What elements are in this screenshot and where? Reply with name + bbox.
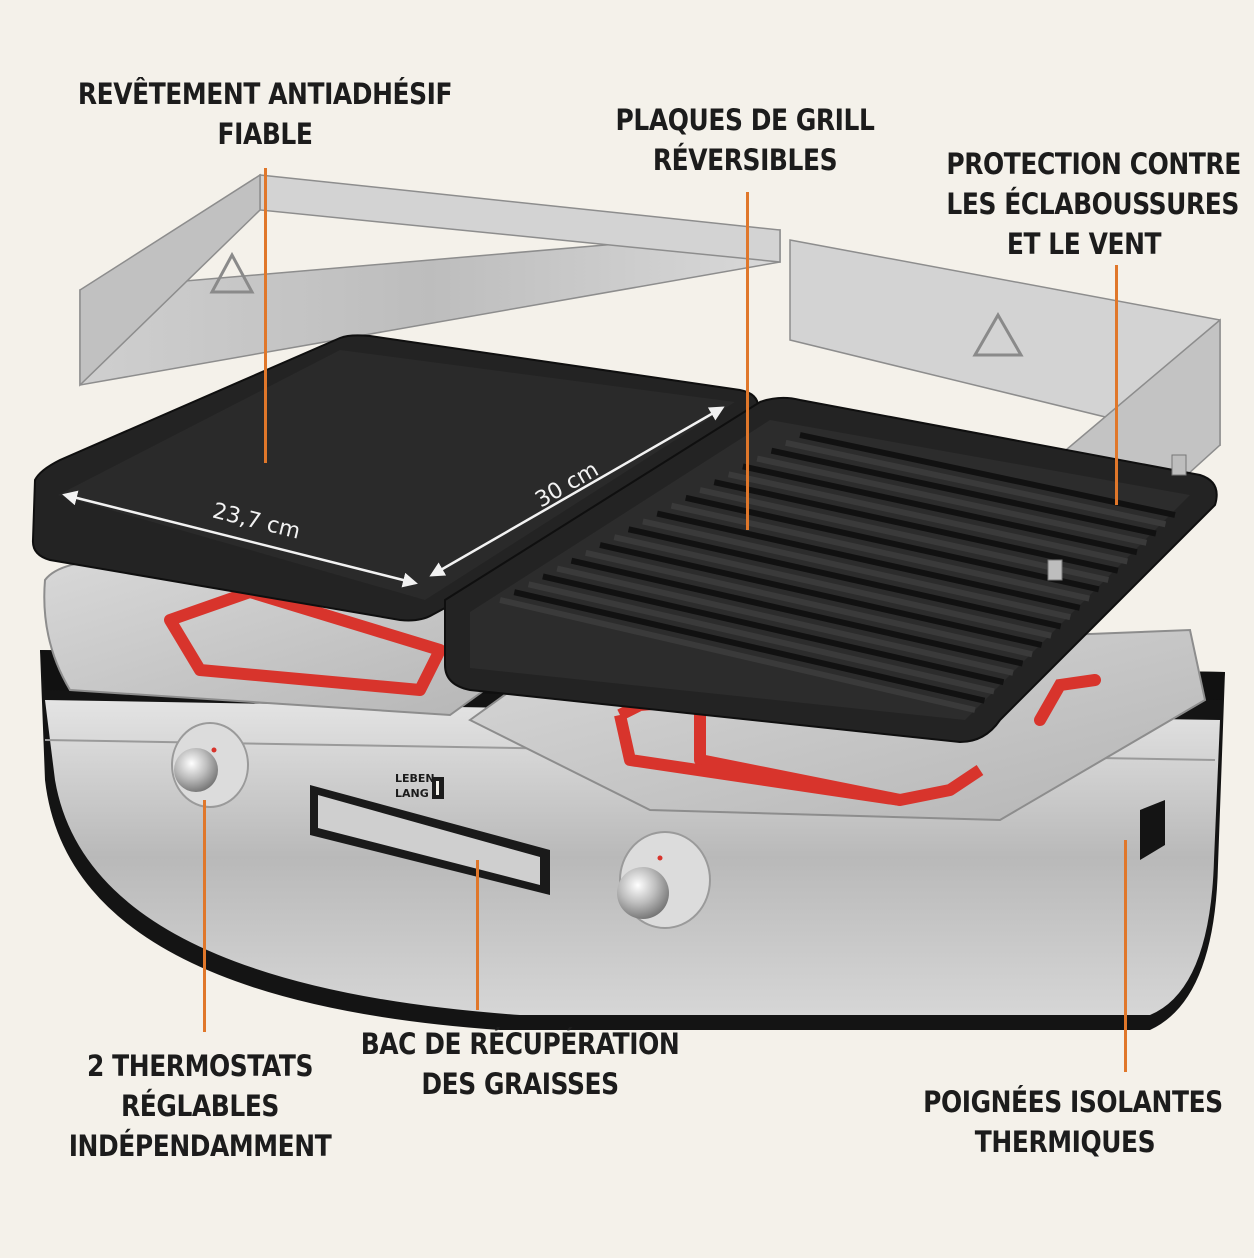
leader-coating [264, 168, 267, 463]
callout-handles-line2: THERMIQUES [974, 1125, 1156, 1159]
callout-plates-line1: PLAQUES DE GRILL [615, 103, 875, 137]
grill-rib [742, 463, 1138, 556]
callout-drip-tray-line2: DES GRAISSES [421, 1067, 619, 1101]
callout-thermostats: 2 THERMOSTATS RÉGLABLES INDÉPENDAMMENT [54, 1046, 346, 1166]
grill-rib [499, 597, 976, 713]
right-side-handle [1140, 800, 1165, 860]
grill-rib [642, 518, 1071, 621]
grill-rib [556, 565, 1014, 676]
grill-rib [599, 542, 1043, 648]
callout-handles: POIGNÉES ISOLANTES THERMIQUES [923, 1082, 1223, 1162]
callout-splash-line3: ET LE VENT [1006, 227, 1162, 261]
callout-splash-line2: LES ÉCLABOUSSURES [946, 187, 1239, 221]
leader-thermostats [203, 800, 206, 1032]
grill-rib [585, 549, 1033, 658]
grill-rib [627, 526, 1062, 630]
grill-rib [699, 487, 1109, 583]
grill-rib [613, 534, 1052, 639]
ribbed-grill-plate [444, 396, 1218, 744]
grill-rib [785, 439, 1167, 528]
right-thermostat-knob[interactable] [617, 831, 711, 929]
grill-rib [670, 502, 1090, 602]
brand-logo: LEBEN LANG [395, 772, 444, 800]
grill-rib [713, 479, 1119, 574]
grill-rib [527, 581, 995, 695]
callout-thermostats-line2: RÉGLABLES [121, 1089, 279, 1123]
left-thermostat-knob[interactable] [171, 722, 249, 808]
warning-hot-icon-right [972, 311, 1024, 357]
grill-rib [799, 432, 1176, 518]
flat-griddle-plate: 23,7 cm 30 cm [31, 334, 760, 622]
grill-rib [727, 471, 1129, 565]
grill-ribs [499, 432, 1176, 713]
callout-splash: PROTECTION CONTRE LES ÉCLABOUSSURES ET L… [946, 144, 1241, 264]
callout-coating-line1: REVÊTEMENT ANTIADHÉSIF [77, 77, 453, 111]
grill-rib [513, 589, 986, 704]
grill-rib [770, 447, 1157, 537]
drip-tray-drawer [310, 785, 550, 895]
callout-plates: PLAQUES DE GRILL RÉVERSIBLES [586, 100, 904, 180]
warning-hot-icon [209, 251, 255, 294]
callout-splash-line1: PROTECTION CONTRE [946, 147, 1241, 181]
grill-rib [756, 455, 1148, 546]
grill-rib [656, 510, 1081, 611]
callout-coating-line2: FIABLE [217, 117, 313, 151]
leader-drip-tray [476, 860, 479, 1010]
leader-handles [1124, 840, 1127, 1072]
grill-rib [570, 557, 1024, 667]
callout-thermostats-line1: 2 THERMOSTATS [87, 1049, 313, 1083]
callout-plates-line2: RÉVERSIBLES [652, 143, 838, 177]
callout-drip-tray-line1: BAC DE RÉCUPÉRATION [360, 1027, 680, 1061]
leader-splash [1115, 265, 1118, 505]
grill-rib [685, 494, 1100, 593]
callout-handles-line1: POIGNÉES ISOLANTES [923, 1085, 1223, 1119]
leader-plates [746, 192, 749, 530]
callout-thermostats-line3: INDÉPENDAMMENT [68, 1129, 332, 1163]
callout-drip-tray: BAC DE RÉCUPÉRATION DES GRAISSES [331, 1024, 709, 1104]
callout-coating: REVÊTEMENT ANTIADHÉSIF FIABLE [54, 74, 475, 154]
logo-line2: LANG [395, 787, 429, 800]
grill-rib [542, 573, 1005, 686]
splash-guard-left [79, 173, 781, 387]
logo-line1: LEBEN [395, 772, 435, 785]
